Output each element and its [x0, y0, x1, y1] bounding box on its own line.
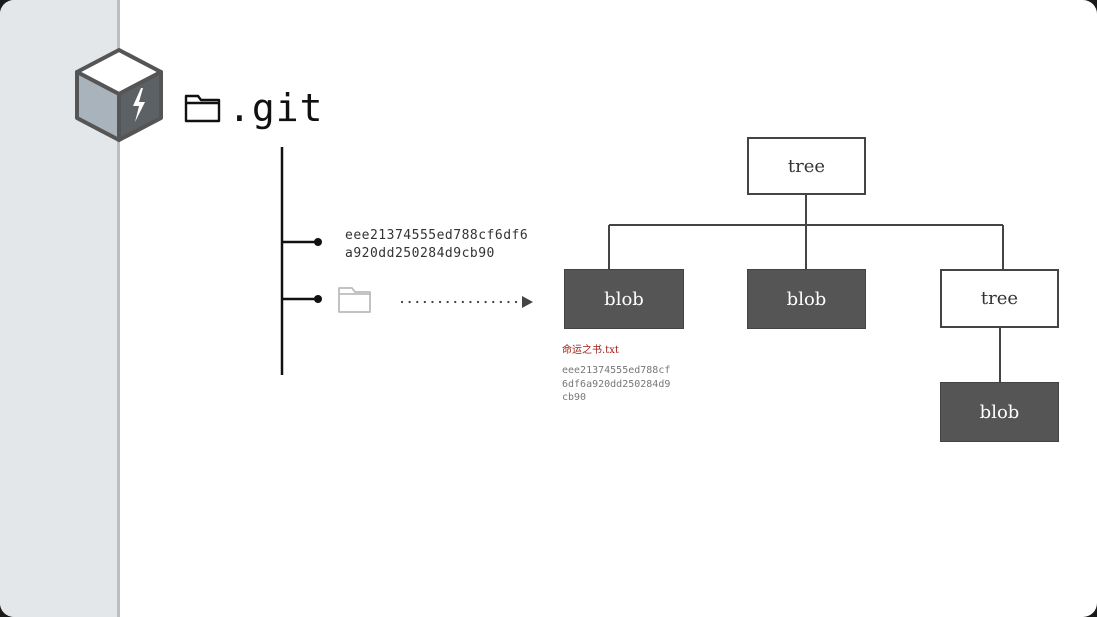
arrow-head-icon — [522, 296, 533, 308]
index-node-dot-2 — [314, 295, 322, 303]
blob-hash-text: eee21374555ed788cf 6df6a920dd250284d9 cb… — [562, 364, 670, 405]
git-folder-label: .git — [228, 86, 324, 130]
git-cube-icon — [75, 48, 163, 142]
blob-hash-line-2: 6df6a920dd250284d9 — [562, 378, 671, 390]
blob-node-2: blob — [747, 269, 866, 329]
folder-icon — [184, 94, 221, 123]
blob-hash-line-1: eee21374555ed788cf — [562, 365, 671, 376]
root-tree-node: tree — [747, 137, 866, 195]
index-node-dot-1 — [314, 238, 322, 246]
blob-node-1: blob — [564, 269, 684, 329]
blob-hash-line-3: cb90 — [562, 392, 587, 403]
blob-filename: 命运之书.txt — [562, 345, 619, 356]
blob-node-3: blob — [940, 382, 1059, 442]
subtree-node: tree — [940, 269, 1059, 328]
index-hash-line-1: eee21374555ed788cf6df6 — [345, 228, 529, 243]
index-hash-text: eee21374555ed788cf6df6 a920dd250284d9cb9… — [345, 227, 528, 263]
index-hash-line-2: a920dd250284d9cb90 — [345, 246, 495, 261]
faded-folder-icon — [338, 287, 371, 313]
